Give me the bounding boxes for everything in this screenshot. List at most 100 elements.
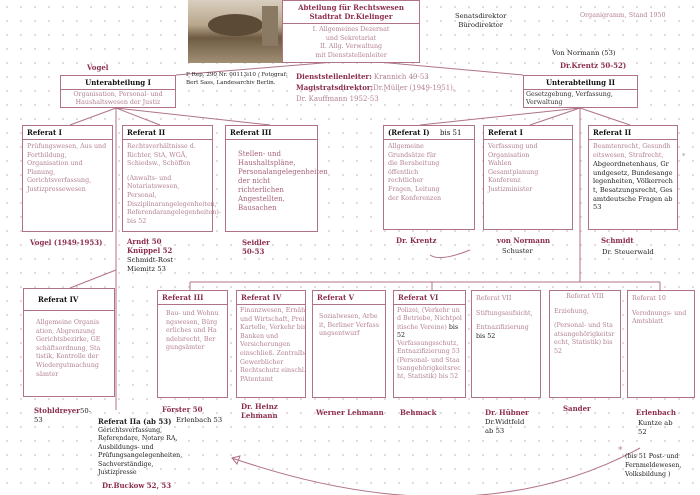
referat-lower-8: Referat VIII Erziehung, (Personal- und Sta…	[549, 290, 621, 398]
referat-u1-3: Referat III Stellen- und Haushaltspläne,…	[225, 125, 328, 232]
referat-body: Erziehung,	[554, 307, 589, 315]
referat-name: Schmidt-Rost	[127, 256, 174, 264]
referat-title: Referat VIII	[566, 293, 604, 300]
buerodirektor: Bürodirektor	[458, 21, 504, 29]
referat-body: Verfassung und Organisation Wahlen Gesam…	[488, 143, 539, 193]
organigramm-label: Organigramm, Stand 1950	[580, 12, 666, 19]
unter2-leader2: Dr.Krentz 50-52)	[560, 61, 627, 70]
abteilung-line: mit Dienststellenleiter	[315, 51, 387, 59]
referat-name: 50-	[80, 407, 91, 415]
abteilung-line: und Sekretariat	[325, 34, 377, 42]
referat-body-black: Abgeordnetenhaus, Grundgesetz, Bundesang…	[593, 160, 673, 212]
referat-name: Dr. Hübner	[485, 408, 529, 417]
referat-name: 53	[34, 416, 43, 424]
unter2-title: Unterabteilung II	[524, 76, 637, 90]
abteilung-line: I. Allgemeines Dezernat	[312, 26, 390, 33]
referat-body-black: bis 52	[397, 323, 459, 339]
referat-name: Behmack	[400, 408, 437, 417]
referat-name: Erlenbach	[636, 408, 677, 417]
referat-title: (Referat I)	[388, 128, 430, 137]
referat-title: Referat IV	[237, 291, 305, 305]
unter2-leader1: Von Normann (53)	[552, 49, 616, 57]
unter1-desc: Organisation, Personal- und Haushaltswes…	[73, 91, 163, 106]
referat-body2: Entnazifizierung	[476, 324, 529, 332]
referat-name: Dr. Heinz	[241, 402, 278, 411]
referat-body: Finanzwesen, Ernährung und Wirtschaft, P…	[240, 307, 306, 383]
referat-body-black: bis 52	[476, 332, 496, 340]
referat-title: Referat II	[123, 126, 212, 140]
referat-u1-1: Referat I Prüfungswesen, Aus und Fortbil…	[22, 125, 113, 232]
referat-lower-7: Referat VII Stiftungsaufsicht, Entnazifizi…	[471, 290, 541, 398]
referat-body: Stellen- und Haushaltspläne, Personalang…	[238, 150, 328, 212]
senatsdirektor: Senatsdirektor	[455, 12, 507, 20]
referat-title: Referat IIa (ab 53)	[98, 417, 172, 426]
referat-u2-1: (Referat I) bis 51 Allgemeine Grundsätze…	[383, 125, 475, 230]
referat-suffix: bis 51	[439, 129, 462, 137]
referat-name: Erlenbach 53	[176, 416, 223, 424]
referat-name: Dr. Krentz	[396, 236, 437, 245]
referat-title: Referat I	[484, 126, 572, 140]
referat-body: Rechtsverhältnisse d. Richter, StA, WGÄ,…	[127, 143, 196, 168]
referat-lower-5: Referat V Sozialwesen, Arbeit, Berliner …	[312, 290, 386, 398]
magistrat-label: Magistratsdirektor:	[296, 83, 374, 92]
referat-lower-3: Referat III Bau- und Wohnungswesen, Bürg…	[157, 290, 228, 398]
referat-body: Bau- und Wohnungswesen, Bürgerliches und…	[166, 310, 219, 352]
photo-caption: F Rep. 290 Nr. 00113i10 / Fotograf:	[186, 72, 288, 78]
referat-u1-4: Referat IV Allgemeine Organisation, Abgr…	[23, 288, 115, 397]
referat-name: Dr.Buckow 52, 53	[102, 481, 172, 490]
referat-lower-4: Referat IV Finanzwesen, Ernährung und Wi…	[236, 290, 306, 398]
referat-name: von Normann	[497, 236, 551, 245]
referat-u2-2: Referat I Verfassung und Organisation Wa…	[483, 125, 573, 230]
referat-name: Seidler	[242, 238, 270, 247]
referat-title: Referat I	[23, 126, 112, 140]
unterabteilung-1-box: Unterabteilung I Organisation, Personal-…	[60, 75, 176, 108]
referat-name: Miemitz 53	[127, 265, 166, 273]
referat-body2: (Anwalts- und Notariatswesen, Personal, …	[127, 174, 221, 225]
referat-name: Knüppel 52	[127, 246, 173, 255]
referat-body: Polizei, (Verkehr und Betriebe, Nichtpol…	[397, 307, 462, 331]
abteilung-title: Abteilung für Rechtswesen	[298, 3, 404, 12]
referat-name: Schmidt	[601, 236, 634, 245]
referat-title: Referat VI	[394, 291, 465, 305]
dienst-value: Krannich 49-53	[373, 73, 429, 81]
footnote-marker: *	[682, 152, 686, 160]
referat-title: Referat VII	[476, 295, 512, 302]
unter1-title: Unterabteilung I	[61, 76, 175, 90]
referat-name: Kuntze ab	[638, 419, 673, 427]
abteilung-head: Stadtrat Dr.Kielinger	[309, 12, 393, 21]
referat-name: Dr.Widtfeld	[485, 418, 525, 426]
referat-body: Allgemeine Grundsätze für die Berabeitun…	[388, 143, 442, 202]
referat-name: Förster 50	[162, 405, 203, 414]
magistrat-value: Dr.Müller (1949-1951),	[373, 84, 456, 92]
referat-body: Allgemeine Organisation, Abgrenzung Geri…	[36, 319, 101, 378]
referat-title: Referat IV	[24, 289, 114, 311]
referat-name: ab 53	[485, 427, 505, 435]
unter2-desc: Gesetzgebung, Verfassung, Verwaltung	[526, 91, 613, 106]
referat-title: Referat 10	[632, 295, 666, 302]
referat-u2-3: Referat II Beamtenrecht, Gesundheitswese…	[588, 125, 678, 230]
referat-name: Arndt 50	[127, 237, 162, 246]
footnote-marker: *	[618, 446, 623, 456]
referat-name: Stohldreyer	[34, 406, 80, 415]
photo-caption: Bert Sass, Landesarchiv Berlin.	[186, 80, 276, 86]
referat-title: Referat II	[589, 126, 677, 140]
referat-title: Referat III	[226, 126, 317, 140]
referat-body: Prüfungswesen, Aus und Fortbildung, Orga…	[27, 143, 107, 193]
referat-name: Schuster	[502, 247, 533, 255]
footnote-text: (bis 51 Post- und Fernmeldewesen, Volksb…	[625, 453, 682, 478]
referat-title: Referat III	[158, 291, 227, 305]
referat-name: 50-53	[242, 247, 265, 256]
referat-body2: Verfassungsschutz,Entnazifizierung 53 (P…	[397, 340, 461, 381]
referat-u1-2: Referat II Rechtsverhältnisse d. Richter…	[122, 125, 221, 232]
referat-body: Stiftungsaufsicht,	[476, 309, 533, 317]
referat-lower-6: Referat VI Polizei, (Verkehr und Betrieb…	[393, 290, 466, 398]
referat-name: Sander	[563, 404, 591, 413]
referat-body2: (Personal- und Staatsangehörigkeitsrecht…	[554, 322, 615, 355]
referat-name: Dr. Steuerwald	[602, 248, 654, 256]
abteilung-line: II. Allg. Verwaltung	[319, 43, 383, 50]
referat-name: Werner Lehmann	[316, 408, 384, 417]
unter1-leader: Vogel	[87, 63, 109, 72]
magistrat-line2: Dr. Kauffmann 1952-53	[296, 95, 379, 103]
referat-body: Sozialwesen, Arbeit, Berliner Verfassung…	[319, 313, 379, 338]
